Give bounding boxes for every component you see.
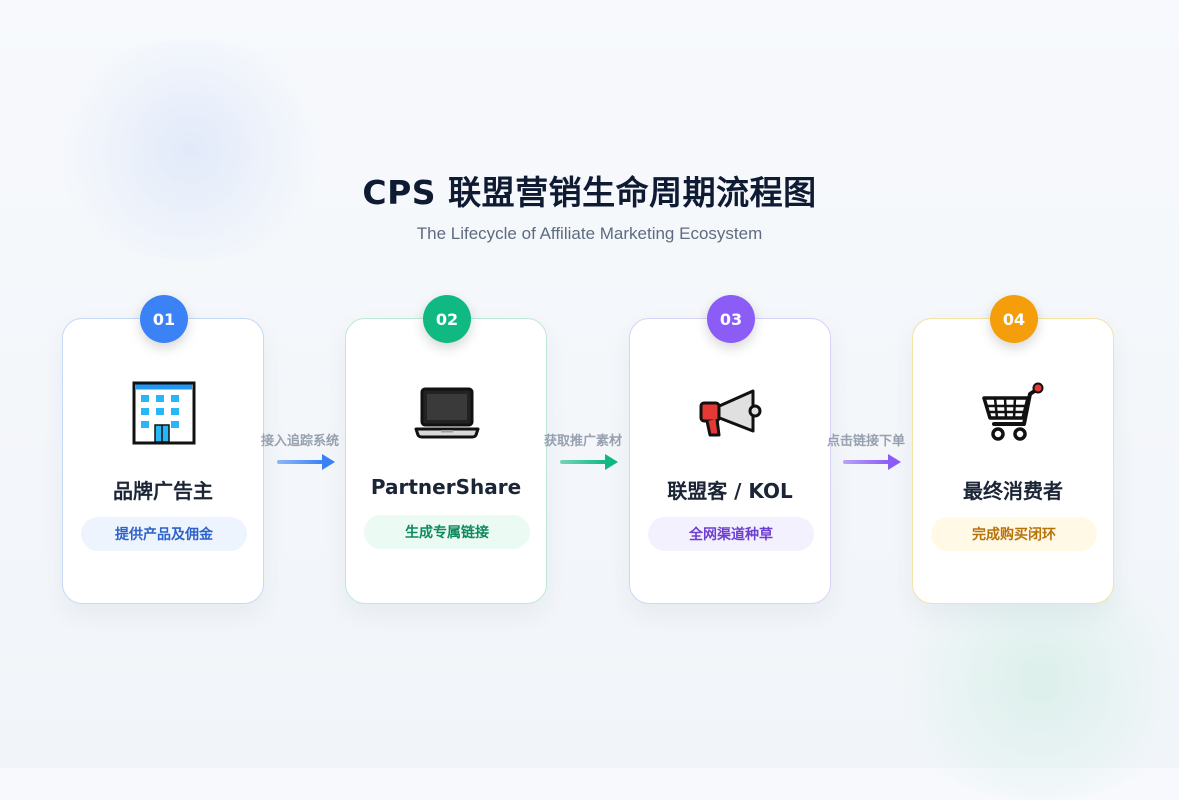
step-card-consumer: 04 最终消费者 完成购买闭环	[912, 295, 1114, 604]
connector-1: 接入追踪系统	[261, 430, 347, 472]
step-number-badge: 03	[707, 295, 755, 343]
laptop-icon	[407, 377, 487, 449]
step-title: 联盟客 / KOL	[667, 479, 793, 503]
step-card-affiliate: 03 联盟客 / KOL 全网渠道种草	[629, 295, 831, 604]
step-tag: 提供产品及佣金	[81, 517, 247, 551]
step-number-badge: 04	[990, 295, 1038, 343]
step-title: PartnerShare	[370, 475, 522, 499]
step-title: 品牌广告主	[113, 479, 213, 503]
step-tag: 全网渠道种草	[648, 517, 814, 551]
page-title: CPS 联盟营销生命周期流程图	[362, 173, 817, 212]
step-title: 最终消费者	[963, 479, 1063, 503]
step-card-brand: 01 品牌广告主 提供产品及佣金	[62, 295, 264, 604]
connector-label: 接入追踪系统	[261, 434, 340, 449]
connector-2: 获取推广素材	[544, 430, 630, 472]
arrow-right-icon	[277, 454, 335, 470]
step-tag: 完成购买闭环	[931, 517, 1097, 551]
step-number-badge: 02	[423, 295, 471, 343]
shopping-cart-icon	[974, 377, 1054, 449]
megaphone-icon	[691, 377, 771, 449]
connector-label: 获取推广素材	[544, 434, 623, 449]
step-tag: 生成专属链接	[364, 515, 530, 549]
page-subtitle: The Lifecycle of Affiliate Marketing Eco…	[416, 224, 763, 243]
background-glow-blue	[40, 40, 340, 260]
connector-label: 点击链接下单	[827, 434, 906, 449]
step-number-badge: 01	[140, 295, 188, 343]
arrow-right-icon	[560, 454, 618, 470]
arrow-right-icon	[843, 454, 901, 470]
connector-3: 点击链接下单	[827, 430, 913, 472]
office-building-icon	[124, 377, 204, 449]
step-card-platform: 02 PartnerShare 生成专属链接	[345, 295, 547, 604]
